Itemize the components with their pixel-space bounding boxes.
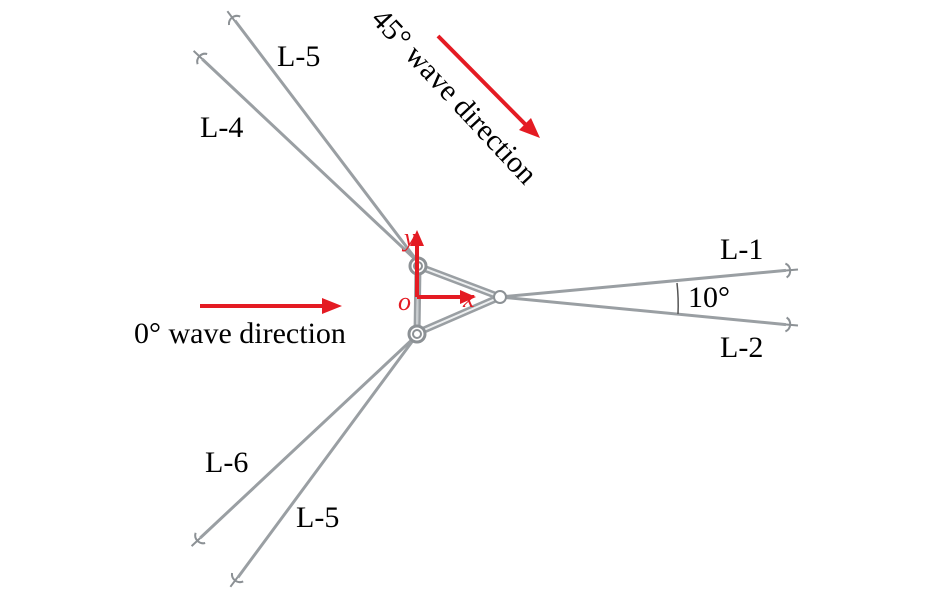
mooring-line-l5-bottom: [234, 333, 419, 582]
mooring-line-l6: [196, 333, 419, 542]
label-l2: L-2: [720, 331, 763, 364]
y-axis-arrowhead: [410, 230, 424, 246]
label-l5-top: L-5: [277, 40, 320, 73]
anchor-icon: [784, 262, 799, 279]
wave-45-arrow-shaft: [436, 34, 529, 128]
anchor-icon: [784, 316, 799, 333]
origin-label: o: [398, 287, 411, 316]
wave-0-label: 0° wave direction: [134, 317, 346, 350]
label-l6: L-6: [205, 446, 248, 479]
wave-arrows: [200, 34, 540, 314]
x-axis-label: x: [462, 284, 475, 313]
label-l1: L-1: [720, 233, 763, 266]
wave-0-arrowhead: [322, 298, 342, 314]
anchors: [190, 10, 799, 588]
platform: [407, 256, 507, 344]
column-bottom-inner: [412, 329, 422, 339]
mooring-line-l5-top: [231, 16, 420, 264]
line-labels: L-5 L-4 L-1 L-2 10° L-6 L-5: [200, 40, 763, 534]
column-bottom: [407, 324, 427, 344]
mooring-line-l2: [498, 295, 792, 327]
label-l4: L-4: [200, 111, 243, 144]
anchor-icon: [190, 532, 206, 547]
wave-45-arrowhead: [519, 118, 540, 138]
column-right: [493, 290, 507, 304]
mooring-lines: [196, 16, 792, 582]
angle-arc: [676, 282, 679, 315]
anchor-icon: [226, 10, 241, 26]
mooring-line-l1: [498, 268, 792, 299]
mooring-line-l4: [198, 55, 420, 264]
anchor-icon: [229, 572, 244, 588]
label-angle: 10°: [688, 281, 730, 314]
y-axis-label: y: [401, 223, 416, 252]
wave-45-label: 45° wave direction: [365, 2, 544, 190]
x-axis-arrowhead: [460, 290, 476, 304]
platform-frame: [413, 262, 504, 337]
anchor-icon: [192, 50, 208, 65]
coordinate-axes: y x o: [398, 223, 476, 316]
label-l5-bottom: L-5: [296, 501, 339, 534]
